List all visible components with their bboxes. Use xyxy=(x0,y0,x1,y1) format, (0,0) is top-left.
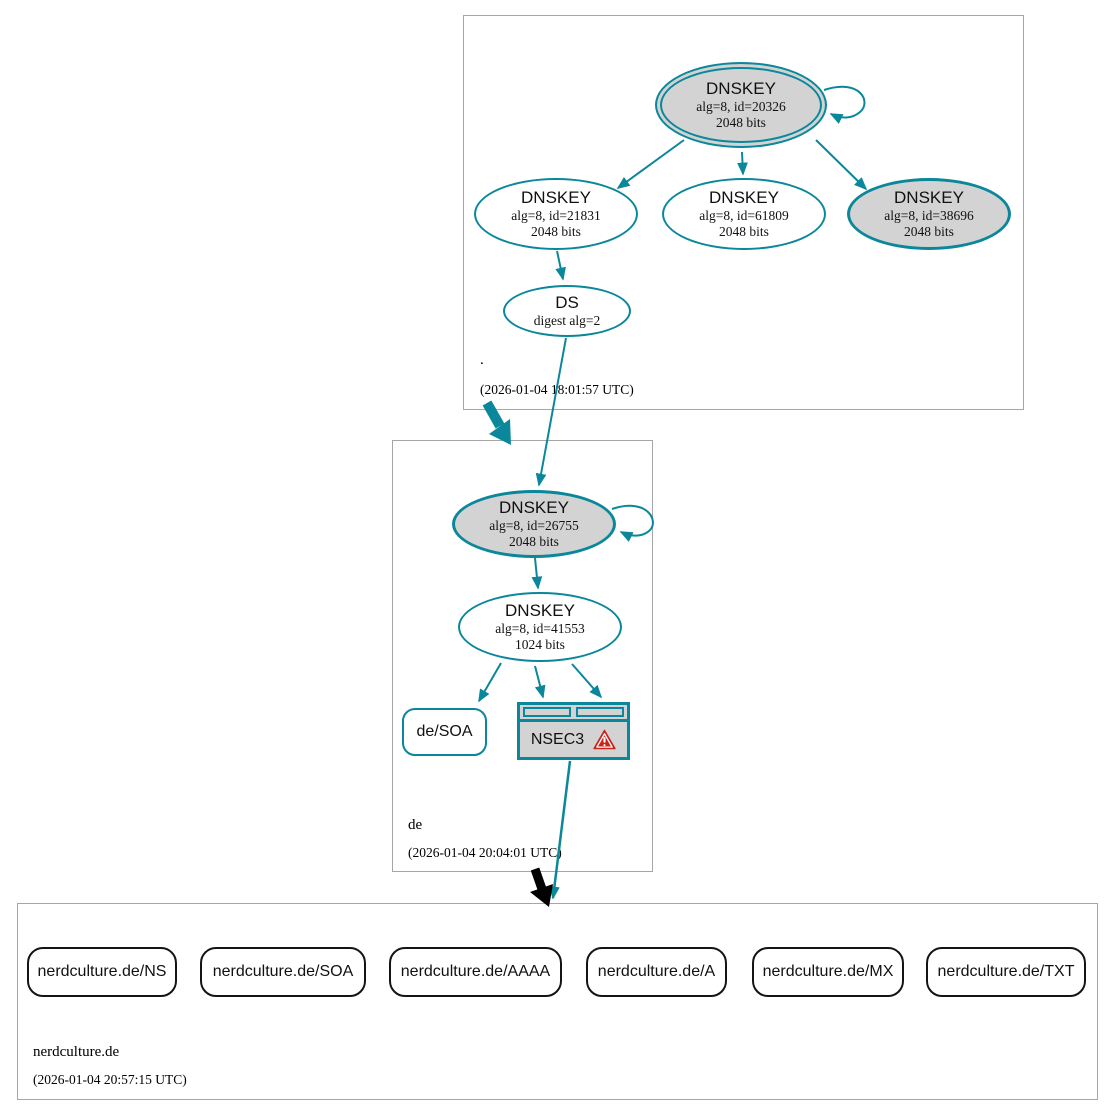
node-rrset-aaaa[interactable]: nerdculture.de/AAAA xyxy=(389,947,562,997)
node-root-dnskey-38696[interactable]: DNSKEY alg=8, id=38696 2048 bits xyxy=(847,178,1011,250)
node-title: de/SOA xyxy=(416,723,473,740)
nsec3-cell-right xyxy=(576,707,624,717)
rrset-label: nerdculture.de/MX xyxy=(762,963,894,980)
nsec3-header xyxy=(520,705,627,719)
node-alg: alg=8, id=61809 xyxy=(699,208,789,223)
zone-timestamp-root: (2026-01-04 18:01:57 UTC) xyxy=(480,382,634,397)
node-title: DNSKEY xyxy=(706,79,776,98)
node-alg: alg=8, id=41553 xyxy=(495,621,585,636)
rrset-label: nerdculture.de/SOA xyxy=(212,963,354,980)
rrset-label: nerdculture.de/A xyxy=(597,963,716,980)
node-bits: 2048 bits xyxy=(716,115,766,130)
node-root-dnskey-21831[interactable]: DNSKEY alg=8, id=21831 2048 bits xyxy=(474,178,638,250)
node-alg: alg=8, id=38696 xyxy=(884,208,974,223)
node-bits: 1024 bits xyxy=(515,637,565,652)
node-digest: digest alg=2 xyxy=(533,313,601,328)
node-bits: 2048 bits xyxy=(719,224,769,239)
rrset-label: nerdculture.de/NS xyxy=(37,963,167,980)
zone-label-nerdculture: nerdculture.de xyxy=(33,1044,120,1060)
node-de-nsec3[interactable]: NSEC3 xyxy=(517,702,630,760)
node-root-dnskey-61809[interactable]: DNSKEY alg=8, id=61809 2048 bits xyxy=(662,178,826,250)
zone-box-nerdculture xyxy=(17,903,1098,1100)
node-rrset-txt[interactable]: nerdculture.de/TXT xyxy=(926,947,1086,997)
node-title: DNSKEY xyxy=(505,601,575,620)
zone-label-de: de xyxy=(408,817,423,833)
node-root-dnskey-20326[interactable]: DNSKEY alg=8, id=20326 2048 bits xyxy=(655,62,827,148)
node-alg: alg=8, id=26755 xyxy=(489,518,579,533)
node-title: DS xyxy=(555,293,579,312)
zone-box-root xyxy=(463,15,1024,410)
node-title: DNSKEY xyxy=(709,188,779,207)
delegation-arrow-de-to-nerdculture xyxy=(530,867,547,891)
node-alg: alg=8, id=21831 xyxy=(511,208,601,223)
rrset-label: nerdculture.de/TXT xyxy=(937,963,1075,980)
node-root-ds[interactable]: DS digest alg=2 xyxy=(503,285,631,337)
node-title: NSEC3 xyxy=(530,730,585,748)
rrset-label: nerdculture.de/AAAA xyxy=(400,963,551,980)
node-alg: alg=8, id=20326 xyxy=(696,99,786,114)
node-rrset-soa[interactable]: nerdculture.de/SOA xyxy=(200,947,366,997)
node-bits: 2048 bits xyxy=(509,534,559,549)
zone-timestamp-nerdculture: (2026-01-04 20:57:15 UTC) xyxy=(33,1072,187,1087)
node-title: DNSKEY xyxy=(894,188,964,207)
node-rrset-a[interactable]: nerdculture.de/A xyxy=(586,947,727,997)
nsec3-cell-left xyxy=(523,707,571,717)
zone-label-root: . xyxy=(480,352,484,368)
nsec3-body: NSEC3 xyxy=(520,719,627,757)
zone-timestamp-de: (2026-01-04 20:04:01 UTC) xyxy=(408,845,562,860)
node-title: DNSKEY xyxy=(521,188,591,207)
node-bits: 2048 bits xyxy=(531,224,581,239)
node-de-soa[interactable]: de/SOA xyxy=(402,708,487,756)
node-bits: 2048 bits xyxy=(904,224,954,239)
warning-icon xyxy=(593,729,616,750)
node-title: DNSKEY xyxy=(499,498,569,517)
node-rrset-mx[interactable]: nerdculture.de/MX xyxy=(752,947,904,997)
node-de-dnskey-26755[interactable]: DNSKEY alg=8, id=26755 2048 bits xyxy=(452,490,616,558)
node-rrset-ns[interactable]: nerdculture.de/NS xyxy=(27,947,177,997)
node-de-dnskey-41553[interactable]: DNSKEY alg=8, id=41553 1024 bits xyxy=(458,592,622,662)
zone-box-de xyxy=(392,440,653,872)
